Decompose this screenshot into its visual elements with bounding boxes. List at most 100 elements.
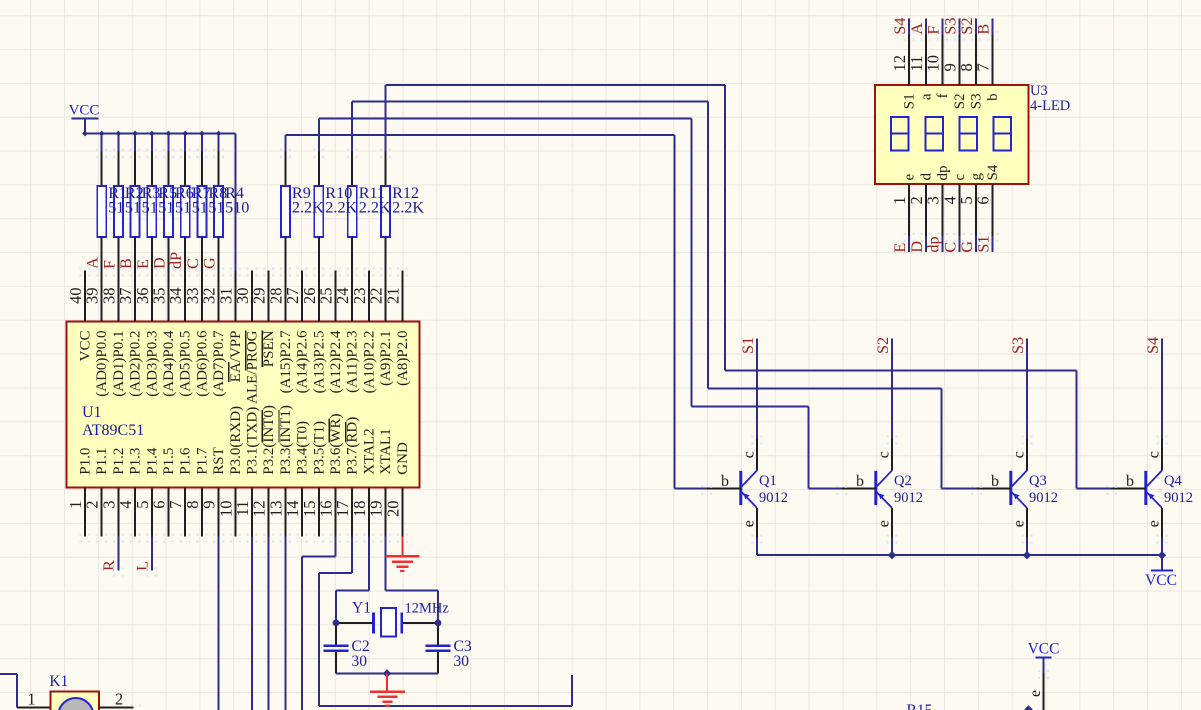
svg-text:P1.1: P1.1 [94, 448, 110, 475]
svg-text:R15: R15 [907, 702, 933, 710]
svg-text:S2: S2 [958, 17, 976, 34]
svg-text:38: 38 [99, 288, 118, 305]
svg-text:a: a [918, 93, 934, 100]
svg-text:40: 40 [66, 288, 85, 305]
svg-text:F: F [925, 26, 943, 35]
svg-text:8: 8 [183, 501, 202, 509]
svg-text:2: 2 [115, 690, 123, 709]
svg-text:B: B [975, 24, 993, 35]
svg-text:51: 51 [108, 198, 124, 216]
svg-text:23: 23 [350, 288, 369, 305]
svg-text:R12: R12 [392, 184, 419, 202]
svg-text:S2: S2 [874, 337, 892, 354]
svg-text:R5: R5 [158, 184, 177, 202]
svg-text:9: 9 [200, 501, 219, 509]
svg-text:E: E [134, 259, 152, 269]
svg-text:P3.6(WR): P3.6(WR) [328, 413, 344, 474]
svg-text:9012: 9012 [894, 490, 923, 506]
svg-text:D: D [908, 241, 926, 253]
svg-text:2: 2 [907, 196, 926, 204]
svg-text:28: 28 [266, 288, 285, 305]
svg-text:VCC: VCC [78, 331, 94, 362]
svg-text:(AD7)P0.7: (AD7)P0.7 [211, 330, 227, 397]
svg-text:3: 3 [924, 196, 943, 204]
svg-text:(AD5)P0.5: (AD5)P0.5 [178, 331, 194, 397]
svg-text:S4: S4 [891, 17, 909, 34]
svg-text:E: E [891, 243, 909, 253]
svg-text:S4: S4 [985, 164, 1001, 180]
svg-text:P3.5(T1): P3.5(T1) [311, 421, 327, 475]
svg-text:b: b [985, 93, 1001, 101]
svg-text:2.2K: 2.2K [292, 198, 324, 216]
svg-text:VCC: VCC [1028, 640, 1060, 657]
svg-text:R3: R3 [142, 184, 161, 202]
svg-text:15: 15 [300, 501, 319, 518]
svg-text:GND: GND [395, 442, 411, 475]
svg-text:22: 22 [367, 288, 386, 305]
svg-text:VCC: VCC [1145, 572, 1177, 589]
svg-text:(AD1)P0.1: (AD1)P0.1 [111, 331, 127, 397]
svg-text:12: 12 [890, 55, 909, 72]
svg-text:P1.4: P1.4 [144, 447, 160, 475]
svg-text:c: c [741, 451, 758, 458]
svg-text:G: G [201, 257, 219, 269]
svg-text:2: 2 [83, 501, 102, 509]
svg-text:2.2K: 2.2K [392, 198, 424, 216]
svg-text:c: c [876, 451, 893, 458]
svg-text:51: 51 [125, 198, 141, 216]
svg-text:R9: R9 [292, 184, 311, 202]
svg-text:K1: K1 [49, 673, 68, 690]
svg-text:C2: C2 [352, 638, 370, 655]
svg-text:b: b [856, 473, 864, 490]
svg-text:R7: R7 [192, 184, 211, 202]
svg-text:Y1: Y1 [352, 600, 371, 617]
svg-text:dp: dp [925, 236, 943, 252]
svg-text:6: 6 [150, 501, 169, 509]
svg-text:C: C [941, 242, 959, 253]
svg-text:S4: S4 [1144, 337, 1162, 354]
svg-text:(A8)P2.0: (A8)P2.0 [395, 331, 411, 386]
svg-text:39: 39 [83, 288, 102, 305]
svg-text:R2: R2 [125, 184, 144, 202]
svg-text:F: F [100, 260, 118, 269]
svg-text:U1: U1 [82, 404, 102, 421]
svg-text:D: D [151, 257, 169, 269]
svg-text:S3: S3 [941, 17, 959, 34]
svg-text:e: e [876, 520, 893, 527]
svg-text:9: 9 [940, 63, 959, 71]
svg-text:17: 17 [333, 501, 352, 518]
svg-text:e: e [741, 520, 758, 527]
svg-text:S2: S2 [952, 93, 968, 109]
svg-text:R1: R1 [108, 184, 127, 202]
svg-text:P1.2: P1.2 [111, 448, 127, 475]
svg-text:f: f [935, 93, 951, 98]
svg-text:14: 14 [283, 501, 302, 518]
svg-text:P1.6: P1.6 [178, 447, 194, 475]
svg-text:19: 19 [367, 501, 386, 518]
svg-text:10: 10 [216, 501, 235, 518]
svg-text:51: 51 [158, 198, 174, 216]
svg-text:S1: S1 [739, 337, 757, 354]
svg-text:1: 1 [890, 196, 909, 204]
svg-text:S3: S3 [969, 93, 985, 109]
svg-text:32: 32 [200, 288, 219, 305]
svg-text:AT89C51: AT89C51 [82, 422, 144, 439]
svg-text:XTAL1: XTAL1 [378, 428, 394, 474]
svg-text:25: 25 [317, 288, 336, 305]
svg-text:EA/VPP: EA/VPP [228, 331, 244, 383]
svg-text:13: 13 [266, 501, 285, 518]
svg-text:5: 5 [957, 196, 976, 204]
svg-text:30: 30 [233, 288, 252, 305]
svg-text:51: 51 [192, 198, 208, 216]
svg-text:c: c [1146, 451, 1163, 458]
svg-text:A: A [84, 257, 102, 269]
svg-text:9012: 9012 [1029, 490, 1058, 506]
svg-text:B: B [117, 258, 135, 269]
svg-text:10: 10 [924, 55, 943, 72]
svg-text:C3: C3 [454, 638, 472, 655]
svg-text:Q4: Q4 [1164, 473, 1182, 489]
svg-text:dp: dp [935, 166, 951, 181]
svg-text:R10: R10 [325, 184, 352, 202]
svg-text:4-LED: 4-LED [1030, 98, 1070, 114]
svg-text:e: e [1011, 520, 1028, 527]
